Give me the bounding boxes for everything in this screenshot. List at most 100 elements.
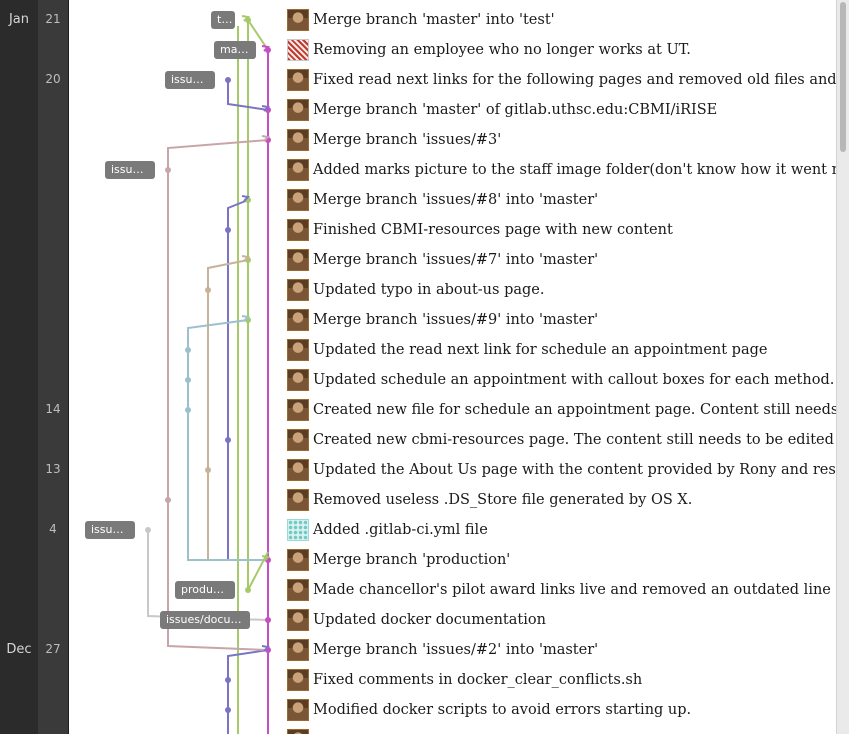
commit-row[interactable]: Fixed comments in docker_clear_conflicts… bbox=[284, 665, 836, 695]
commit-row[interactable]: Merge branch 'master' of gitlab.uthsc.ed… bbox=[284, 95, 836, 125]
merge-arrow bbox=[261, 105, 271, 112]
author-avatar bbox=[287, 339, 309, 361]
branch-line-issues-3 bbox=[167, 139, 269, 170]
commit-message[interactable]: Merge branch 'production' bbox=[313, 552, 511, 568]
commit-node[interactable] bbox=[165, 497, 171, 503]
commit-row[interactable]: Added .gitlab-ci.yml file bbox=[284, 515, 836, 545]
author-avatar bbox=[287, 639, 309, 661]
commit-node[interactable] bbox=[185, 347, 191, 353]
commit-message[interactable]: Added .gitlab-ci.yml file bbox=[313, 522, 488, 538]
commit-node[interactable] bbox=[165, 167, 171, 173]
commit-node[interactable] bbox=[265, 617, 271, 623]
commit-message[interactable]: Added marks picture to the staff image f… bbox=[313, 162, 836, 178]
commit-message[interactable]: Created new file for schedule an appoint… bbox=[313, 402, 836, 418]
merge-arrow bbox=[241, 15, 251, 22]
commit-message[interactable]: Removed useless .DS_Store file generated… bbox=[313, 492, 693, 508]
commit-row[interactable]: Removed useless .DS_Store file generated… bbox=[284, 485, 836, 515]
author-avatar bbox=[287, 489, 309, 511]
commit-row[interactable]: Created new cbmi-resources page. The con… bbox=[284, 425, 836, 455]
commit-node[interactable] bbox=[225, 77, 231, 83]
branch-label[interactable]: production bbox=[175, 581, 235, 599]
merge-arrow bbox=[241, 315, 251, 322]
branch-label[interactable]: master bbox=[214, 41, 256, 59]
commit-row[interactable]: Created new file for schedule an appoint… bbox=[284, 395, 836, 425]
commit-row[interactable]: Modified docker scripts to avoid errors … bbox=[284, 695, 836, 725]
author-avatar bbox=[287, 609, 309, 631]
commit-row[interactable]: Merge branch 'issues/#3' bbox=[284, 125, 836, 155]
author-avatar bbox=[287, 219, 309, 241]
commit-message[interactable]: Merge branch 'issues/#7' into 'master' bbox=[313, 252, 599, 268]
commit-row[interactable]: Updated the About Us page with the conte… bbox=[284, 455, 836, 485]
author-avatar bbox=[287, 249, 309, 271]
commit-row[interactable]: Merge branch 'issues/#2' into 'master' bbox=[284, 635, 836, 665]
commit-message[interactable]: Updated schedule an appointment with cal… bbox=[313, 372, 835, 388]
day-label: 4 bbox=[49, 522, 57, 536]
commit-message[interactable]: Merge branch 'master' into 'test' bbox=[313, 12, 555, 28]
scrollbar[interactable] bbox=[836, 0, 849, 734]
commit-message[interactable]: Updated the About Us page with the conte… bbox=[313, 462, 836, 478]
commit-message[interactable]: Modified docker scripts to avoid errors … bbox=[313, 702, 692, 718]
commit-row[interactable]: Merge branch 'master' into 'test' bbox=[284, 5, 836, 35]
commit-row[interactable]: Fixed read next links for the following … bbox=[284, 65, 836, 95]
commit-message[interactable]: Merge branch 'master' of gitlab.uthsc.ed… bbox=[313, 102, 718, 118]
commit-message[interactable]: Updated typo in about-us page. bbox=[313, 282, 545, 298]
author-avatar bbox=[287, 129, 309, 151]
branch-line-issues-7 bbox=[207, 259, 249, 290]
commit-message[interactable]: Finished CBMI-resources page with new co… bbox=[313, 222, 673, 238]
commit-node[interactable] bbox=[225, 707, 231, 713]
commit-node[interactable] bbox=[205, 467, 211, 473]
branch-label[interactable]: issues/#5 bbox=[165, 71, 215, 89]
commit-row[interactable]: Updated typo in about-us page. bbox=[284, 275, 836, 305]
branch-label[interactable]: issues/#6 bbox=[85, 521, 135, 539]
commit-node[interactable] bbox=[185, 407, 191, 413]
author-avatar bbox=[287, 459, 309, 481]
commit-message[interactable]: Merge branch 'issues/#3' bbox=[313, 132, 502, 148]
commit-node[interactable] bbox=[225, 437, 231, 443]
commit-message[interactable]: Made chancellor's pilot award links live… bbox=[313, 582, 836, 598]
commit-message[interactable]: Merge branch 'issues/#2' into 'master' bbox=[313, 642, 599, 658]
commit-message[interactable]: Removing an employee who no longer works… bbox=[313, 42, 691, 58]
commit-message[interactable]: Fixed read next links for the following … bbox=[313, 72, 836, 88]
author-avatar bbox=[287, 309, 309, 331]
commit-graph bbox=[145, 15, 271, 734]
author-avatar bbox=[287, 279, 309, 301]
commit-message[interactable]: Updated the read next link for schedule … bbox=[313, 342, 768, 358]
branch-label[interactable]: test bbox=[211, 11, 235, 29]
branch-label[interactable]: issues/#3 bbox=[105, 161, 155, 179]
day-label: 13 bbox=[45, 462, 61, 476]
author-avatar bbox=[287, 159, 309, 181]
commit-row[interactable]: Merge branch 'production' bbox=[284, 545, 836, 575]
commit-row[interactable]: Merge branch 'issues/#8' into 'master' bbox=[284, 185, 836, 215]
commit-row[interactable]: Merge branch 'issues/#9' into 'master' bbox=[284, 305, 836, 335]
merge-arrow bbox=[261, 45, 271, 52]
commit-row[interactable]: Added marks picture to the staff image f… bbox=[284, 155, 836, 185]
commit-message[interactable]: Updated docker documentation bbox=[313, 612, 546, 628]
merge-arrow bbox=[261, 135, 271, 142]
commit-row[interactable]: Updated docker documentation bbox=[284, 605, 836, 635]
commit-row[interactable]: Updated the read next link for schedule … bbox=[284, 335, 836, 365]
commit-node[interactable] bbox=[185, 377, 191, 383]
commit-node[interactable] bbox=[225, 677, 231, 683]
commit-node[interactable] bbox=[205, 287, 211, 293]
branch-label[interactable]: issues/document... bbox=[160, 611, 250, 629]
commit-row[interactable] bbox=[284, 725, 836, 734]
commit-message[interactable]: Created new cbmi-resources page. The con… bbox=[313, 432, 836, 448]
commit-node[interactable] bbox=[145, 527, 151, 533]
commit-row[interactable]: Merge branch 'issues/#7' into 'master' bbox=[284, 245, 836, 275]
scrollbar-thumb[interactable] bbox=[840, 2, 846, 152]
commit-row[interactable]: Finished CBMI-resources page with new co… bbox=[284, 215, 836, 245]
commit-row[interactable]: Removing an employee who no longer works… bbox=[284, 35, 836, 65]
commit-node[interactable] bbox=[225, 227, 231, 233]
commit-message[interactable]: Merge branch 'issues/#8' into 'master' bbox=[313, 192, 599, 208]
commit-row[interactable]: Updated schedule an appointment with cal… bbox=[284, 365, 836, 395]
author-avatar bbox=[287, 669, 309, 691]
commit-message[interactable]: Merge branch 'issues/#9' into 'master' bbox=[313, 312, 599, 328]
branch-line-issues-3 bbox=[167, 170, 269, 651]
author-avatar bbox=[287, 69, 309, 91]
commit-row[interactable]: Made chancellor's pilot award links live… bbox=[284, 575, 836, 605]
branch-line-issues-8 bbox=[227, 199, 249, 230]
commit-message[interactable]: Fixed comments in docker_clear_conflicts… bbox=[313, 672, 643, 688]
author-avatar bbox=[287, 699, 309, 721]
commit-node[interactable] bbox=[245, 587, 251, 593]
commit-list: Merge branch 'master' into 'test' Removin… bbox=[284, 0, 836, 734]
